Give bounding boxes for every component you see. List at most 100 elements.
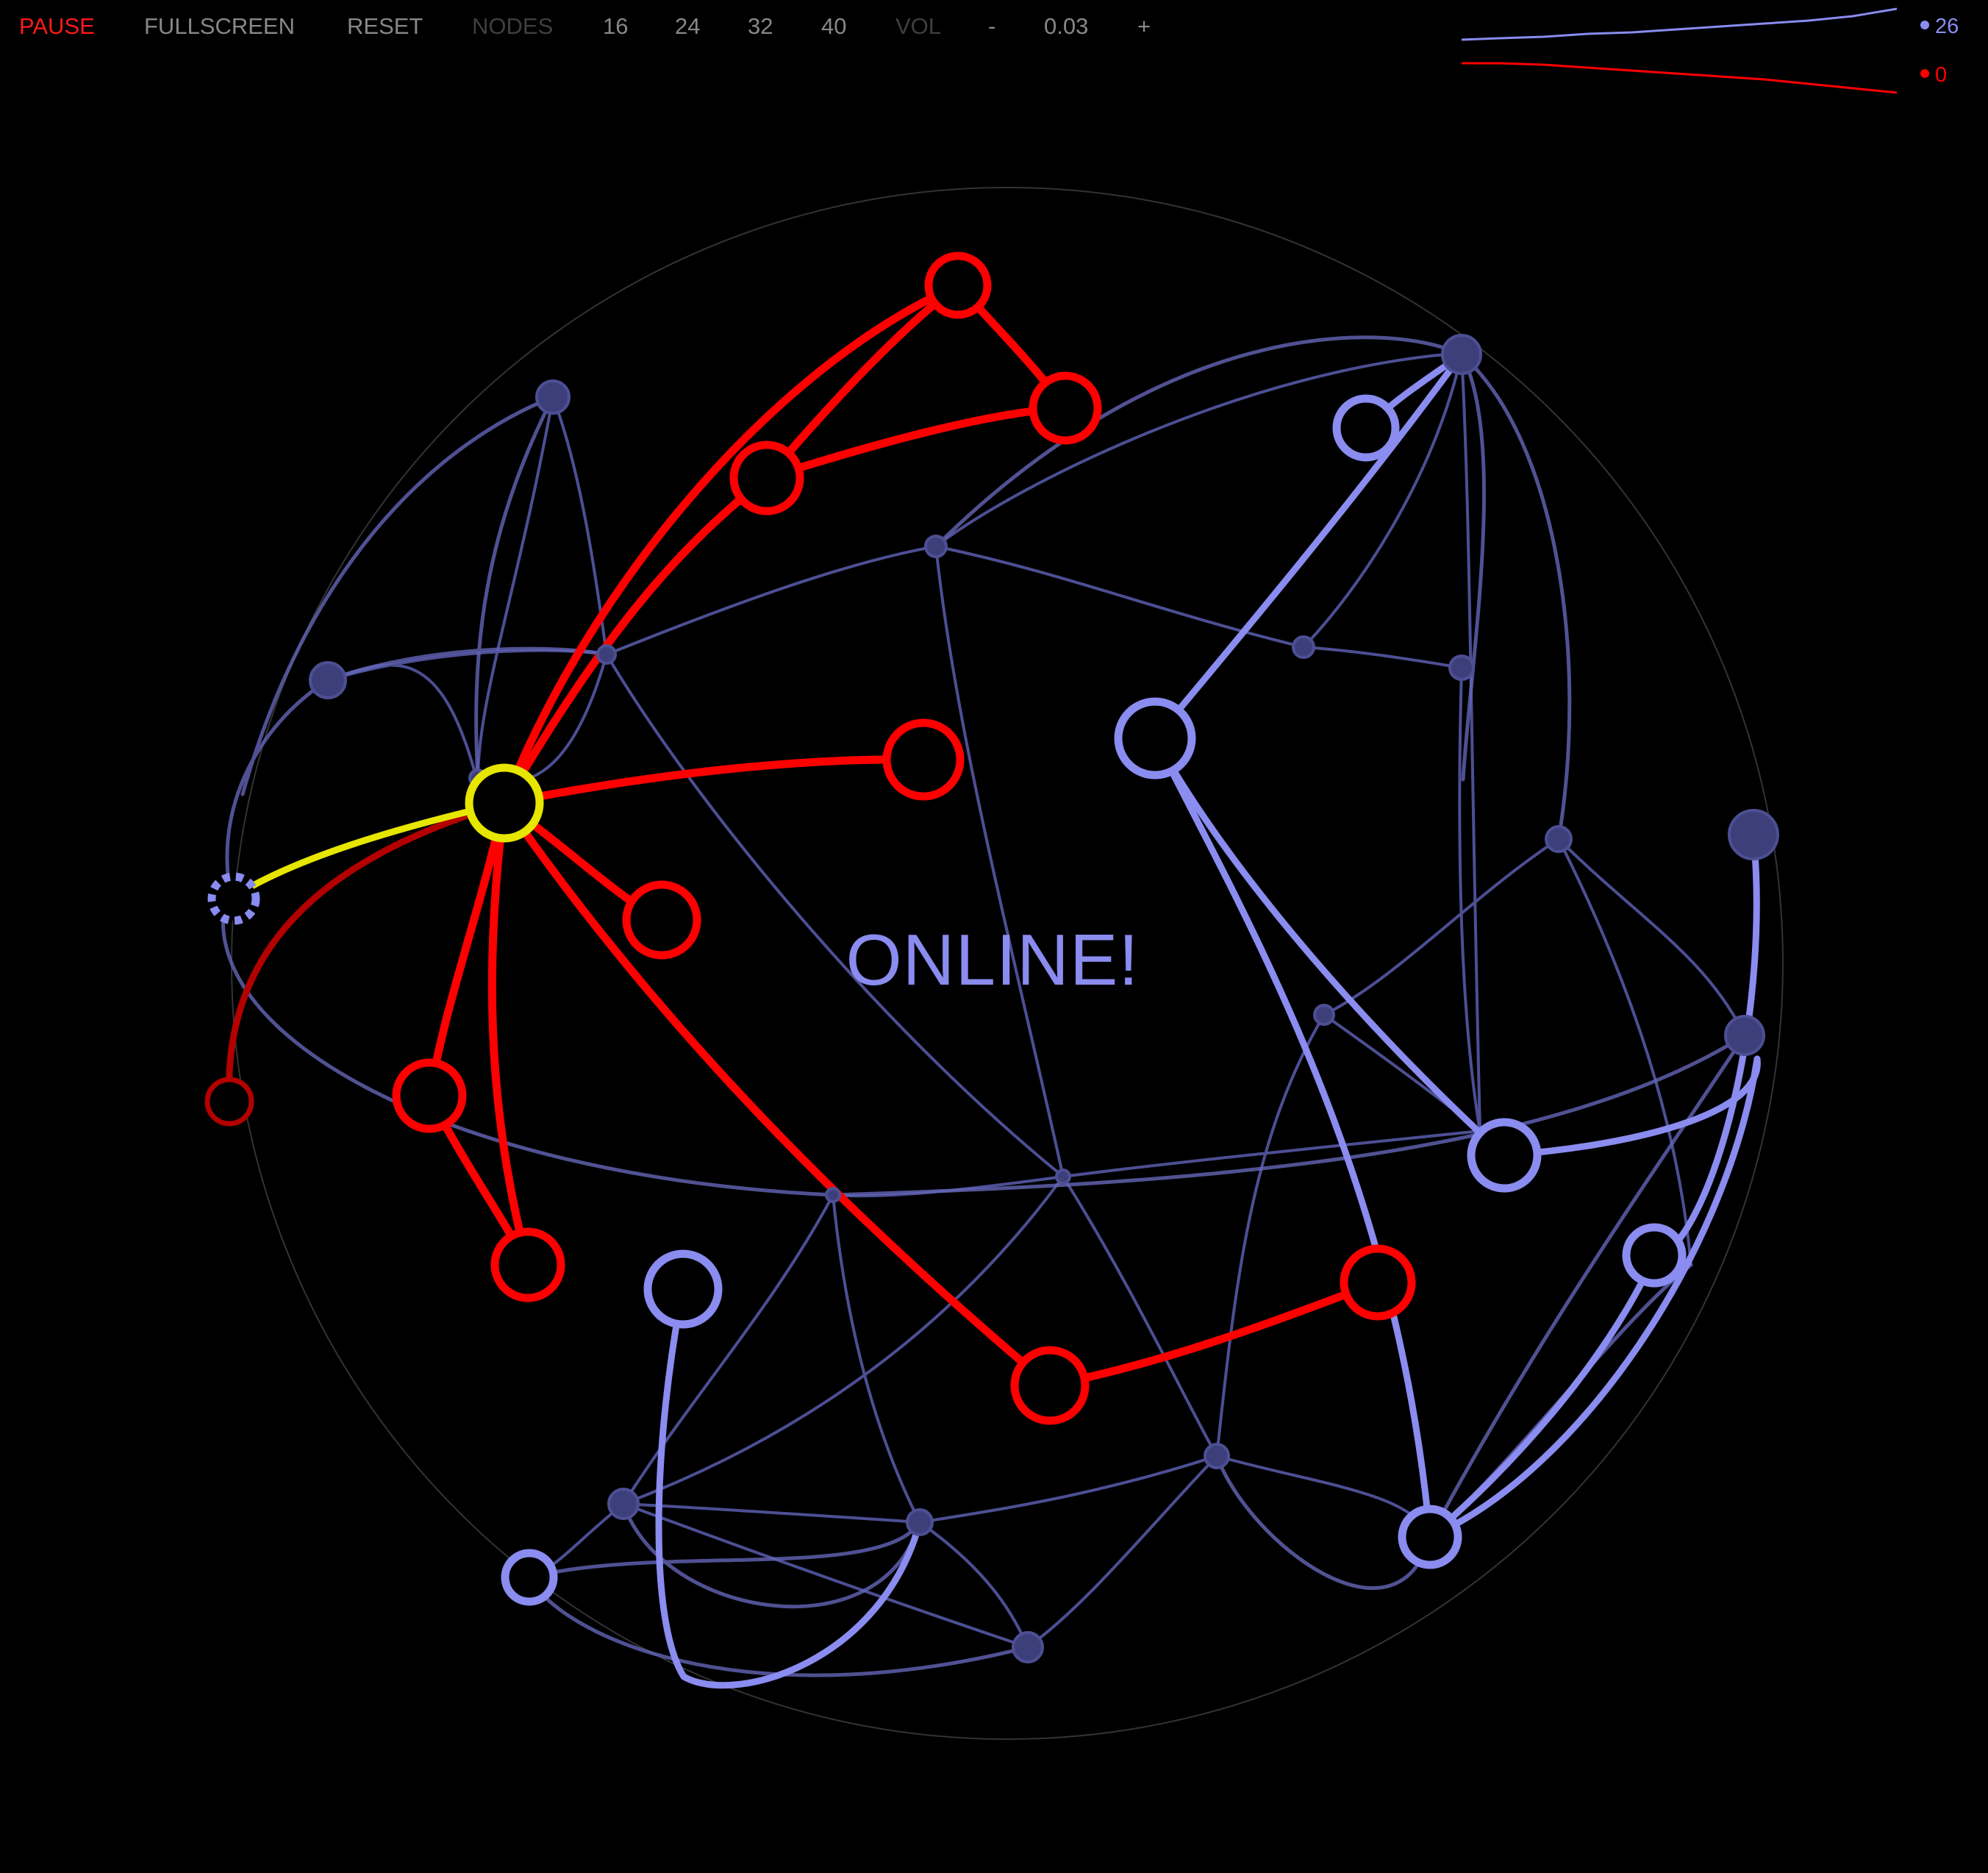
toolbar: PAUSE FULLSCREEN RESET NODES 16 24 32 40… [0,0,1250,59]
node-small[interactable] [1545,825,1573,853]
edge [1557,838,1746,1037]
node-offline[interactable] [490,1227,565,1302]
offline-count: 0 [1920,62,1947,88]
edge [1557,838,1692,1266]
node-small[interactable] [1055,1169,1071,1185]
edge [934,545,1065,1178]
node-offline[interactable] [1010,1346,1090,1425]
node-online[interactable] [643,1249,723,1329]
node-online[interactable] [207,872,260,925]
edge [1215,1454,1432,1590]
edge [622,1502,1029,1649]
offline-nodes[interactable] [204,251,1416,1425]
edge [1426,1254,1658,1541]
edge [1045,1278,1382,1390]
node-online[interactable] [1114,697,1196,779]
offline-dot-icon [1920,69,1929,79]
online-count: 26 [1920,13,1959,40]
node-small[interactable] [596,644,617,665]
back-edges [326,352,1746,1649]
edge [326,646,609,682]
offline-count-value: 0 [1935,63,1948,87]
vol-label: VOL [895,13,942,39]
edge [1151,735,1508,1159]
nodes-option-24[interactable]: 24 [675,13,701,39]
edge [1458,666,1481,1132]
offline-sparkline [1462,62,1898,94]
edge [326,663,478,779]
history-sparklines [1461,7,1898,94]
node-online[interactable] [1467,1118,1542,1193]
node-selected[interactable] [465,763,544,843]
edge [621,1502,922,1609]
node-small[interactable] [1012,1631,1044,1663]
edge [1302,353,1463,649]
node-offline[interactable] [882,718,965,801]
node-small[interactable] [825,1187,841,1203]
node-offline-dark[interactable] [204,1077,254,1127]
vol-decrease-button[interactable]: - [988,13,996,39]
edge [221,888,835,1197]
online-count-value: 26 [1935,15,1959,38]
node-small[interactable] [1204,1443,1230,1469]
online-dot-icon [1920,21,1929,30]
node-small[interactable] [1441,334,1482,375]
node-small[interactable] [924,535,948,558]
node-small[interactable] [1448,654,1475,681]
node-small[interactable] [607,1488,640,1520]
node-offline[interactable] [1029,371,1102,445]
online-nodes[interactable] [207,394,1687,1606]
edge [1151,735,1434,1541]
node-online[interactable] [501,1549,558,1606]
front-faint-edges [221,335,1747,1677]
node-small[interactable] [906,1508,934,1536]
reset-button[interactable]: RESET [347,13,423,39]
node-online[interactable] [1622,1223,1687,1288]
node-offline[interactable] [1340,1244,1416,1321]
node-offline[interactable] [729,440,804,515]
edge [622,1175,1065,1505]
edge [527,1575,1030,1677]
edge [487,799,532,1269]
edge [934,335,1464,549]
nodes-label: NODES [472,13,554,39]
pause-button[interactable]: PAUSE [19,13,95,39]
edge [1459,352,1572,841]
edge [918,1455,1218,1524]
node-small[interactable] [1292,635,1315,659]
edge [762,404,1070,482]
vol-increase-button[interactable]: + [1137,13,1151,39]
edge [1062,1130,1481,1178]
node-small[interactable] [1313,1004,1335,1026]
edge [527,1520,922,1580]
node-offline[interactable] [392,1058,467,1133]
edge [622,1502,921,1524]
nodes-option-32[interactable]: 32 [748,13,773,39]
vol-value: 0.03 [1044,13,1089,39]
node-small[interactable] [309,661,347,699]
edge [605,545,937,656]
edge [1215,1455,1431,1538]
node-small[interactable] [1728,809,1779,860]
node-offline[interactable] [924,251,992,319]
node-online[interactable] [1398,1505,1462,1569]
edge [1151,351,1465,742]
node-online[interactable] [1332,394,1400,462]
nodes-option-16[interactable]: 16 [603,13,629,39]
edge [1460,353,1481,1132]
edge [1215,1013,1326,1458]
edge [1062,1175,1218,1458]
node-small[interactable] [535,379,571,415]
node-small[interactable] [1724,1015,1765,1056]
edge [240,395,555,796]
edge [500,474,771,807]
back-nodes[interactable] [309,334,1779,1663]
fullscreen-button[interactable]: FULLSCREEN [144,13,295,39]
status-message: ONLINE! [845,919,1140,1000]
nodes-option-40[interactable]: 40 [821,13,847,39]
online-sparkline [1461,7,1898,41]
node-offline[interactable] [622,880,701,960]
edge [622,1194,834,1505]
